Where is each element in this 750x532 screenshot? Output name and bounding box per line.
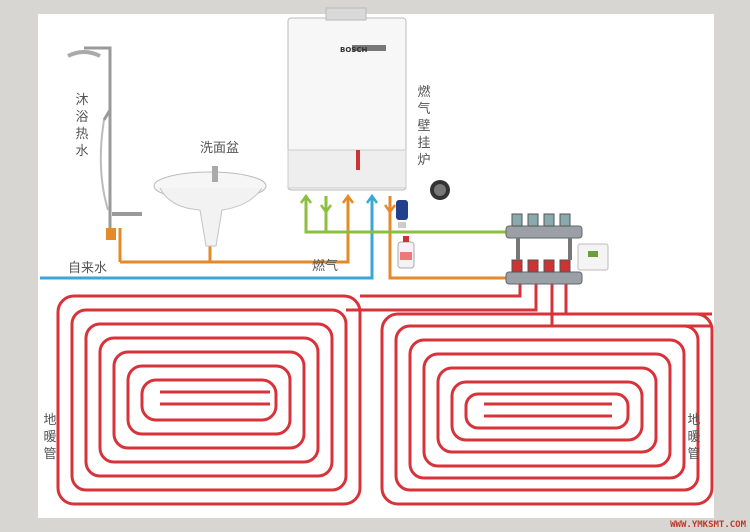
room-thermostat: [577, 243, 609, 271]
floor-heating-right-label: 地暖管: [687, 413, 701, 462]
water-filter: [396, 200, 408, 228]
manifold: [505, 213, 583, 285]
watermark-text: WWW.YMKSMT.COM: [670, 520, 746, 530]
heating-coil-right: [380, 312, 714, 506]
floor-heating-left-label: 地暖管: [43, 413, 57, 462]
gas-boiler: [287, 7, 407, 191]
flow-arrows: [299, 193, 397, 215]
heating-coil-left: [56, 294, 362, 506]
shower-label: 沐浴热水: [75, 93, 89, 159]
gas-pipe: [118, 196, 350, 264]
additive-bottle: [397, 236, 415, 269]
heating-risers: [346, 282, 712, 328]
shower: [67, 46, 142, 240]
basin-label: 洗面盆: [200, 141, 240, 156]
tap-water-label: 自来水: [68, 261, 108, 276]
cold-water-pipe: [40, 196, 374, 280]
boiler-brand: BOSCH: [340, 46, 368, 54]
hot-water-pipe: [388, 196, 508, 280]
gas-label: 燃气: [312, 259, 339, 274]
wash-basin: [153, 166, 267, 247]
boiler-label: 燃气壁挂炉: [417, 85, 431, 168]
boiler-controller: [430, 180, 450, 200]
